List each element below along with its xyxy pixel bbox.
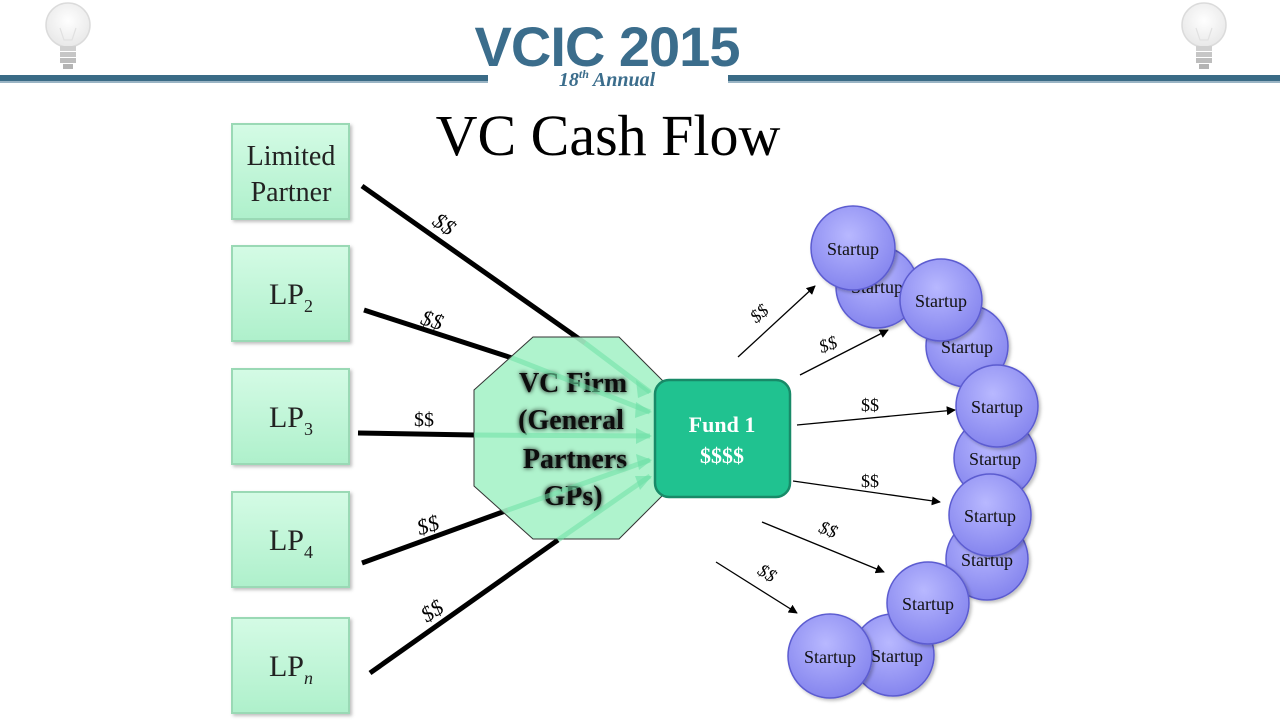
logo-sub-band: [488, 68, 728, 88]
startup-circle: Startup: [787, 613, 873, 699]
invest-label-5: $$: [816, 517, 840, 542]
invest-label-4: $$: [861, 471, 879, 491]
lp-label: LP4: [269, 524, 313, 562]
logo-main-text: VCIC 2015: [475, 15, 740, 78]
lp-box-limited-partner: Limited Partner: [231, 123, 350, 220]
lp-label-line1: Limited: [247, 141, 336, 172]
startup-circle: Startup: [955, 364, 1039, 448]
fund-name: Fund 1: [689, 412, 756, 437]
invest-arrow-5: [761, 521, 885, 574]
invest-label-2: $$: [816, 332, 840, 357]
firm-internal-arrows: [473, 341, 652, 543]
startup-circle: Startup: [948, 473, 1032, 557]
startup-label: Startup: [902, 594, 954, 614]
invest-arrow-1: [737, 285, 816, 358]
invest-arrow-4: [792, 480, 941, 506]
lightbulb-icon-right: [1181, 2, 1227, 69]
fund-amount: $$$$: [700, 443, 744, 468]
startup-label: Startup: [964, 506, 1016, 526]
limited-partners: Limited Partner LP2 LP3 LP4 LPn: [231, 123, 350, 714]
startup-label: Startup: [971, 397, 1023, 417]
lightbulb-icon-left: [45, 2, 91, 69]
lp-flow-labels: $$ $$ $$ $$ $$: [414, 207, 461, 627]
flow-line-lp4: [361, 507, 509, 566]
startup-circle: Startup: [899, 258, 983, 342]
firm-line2: (General: [518, 405, 624, 436]
invest-arrow-2: [799, 329, 889, 376]
invest-arrow-3: [796, 406, 956, 426]
firm-line3: Partners: [523, 444, 627, 475]
lp-label: LP2: [269, 278, 313, 316]
startups: Startup Startup Startup Startup Startup …: [787, 205, 1039, 699]
lp-box-lpn: LPn: [231, 617, 350, 714]
flow-line-lpn: [368, 537, 560, 676]
startup-circle: Startup: [810, 205, 896, 291]
lp-label: LP3: [269, 401, 313, 439]
startup-label: Startup: [827, 239, 879, 259]
startup-label: Startup: [915, 291, 967, 311]
invest-label-6: $$: [754, 560, 780, 586]
fund-box: Fund 1 $$$$: [653, 378, 792, 499]
slide-title: VC Cash Flow: [436, 103, 781, 168]
startup-label: Startup: [969, 449, 1021, 469]
flow-line-lp3: [357, 430, 475, 438]
startup-label: Startup: [871, 646, 923, 666]
lp-to-firm-flows: [357, 183, 587, 676]
lp-box-lp3: LP3: [231, 368, 350, 465]
invest-arrow-6: [715, 561, 798, 614]
invest-label-1: $$: [746, 300, 773, 327]
lp-label: LPn: [269, 650, 313, 688]
flow-line-lp2: [363, 307, 513, 361]
startup-label: Startup: [804, 647, 856, 667]
flow-line-lp1: [360, 183, 587, 346]
startup-label: Startup: [941, 337, 993, 357]
startup-circle: Startup: [886, 561, 970, 645]
lp-box-lp4: LP4: [231, 491, 350, 588]
lp-label-line2: Partner: [251, 177, 333, 208]
lp-box-lp2: LP2: [231, 245, 350, 342]
invest-label-3: $$: [861, 395, 879, 415]
fund-to-startup-flows: [715, 285, 956, 614]
flow-label-lp3: $$: [414, 409, 434, 431]
